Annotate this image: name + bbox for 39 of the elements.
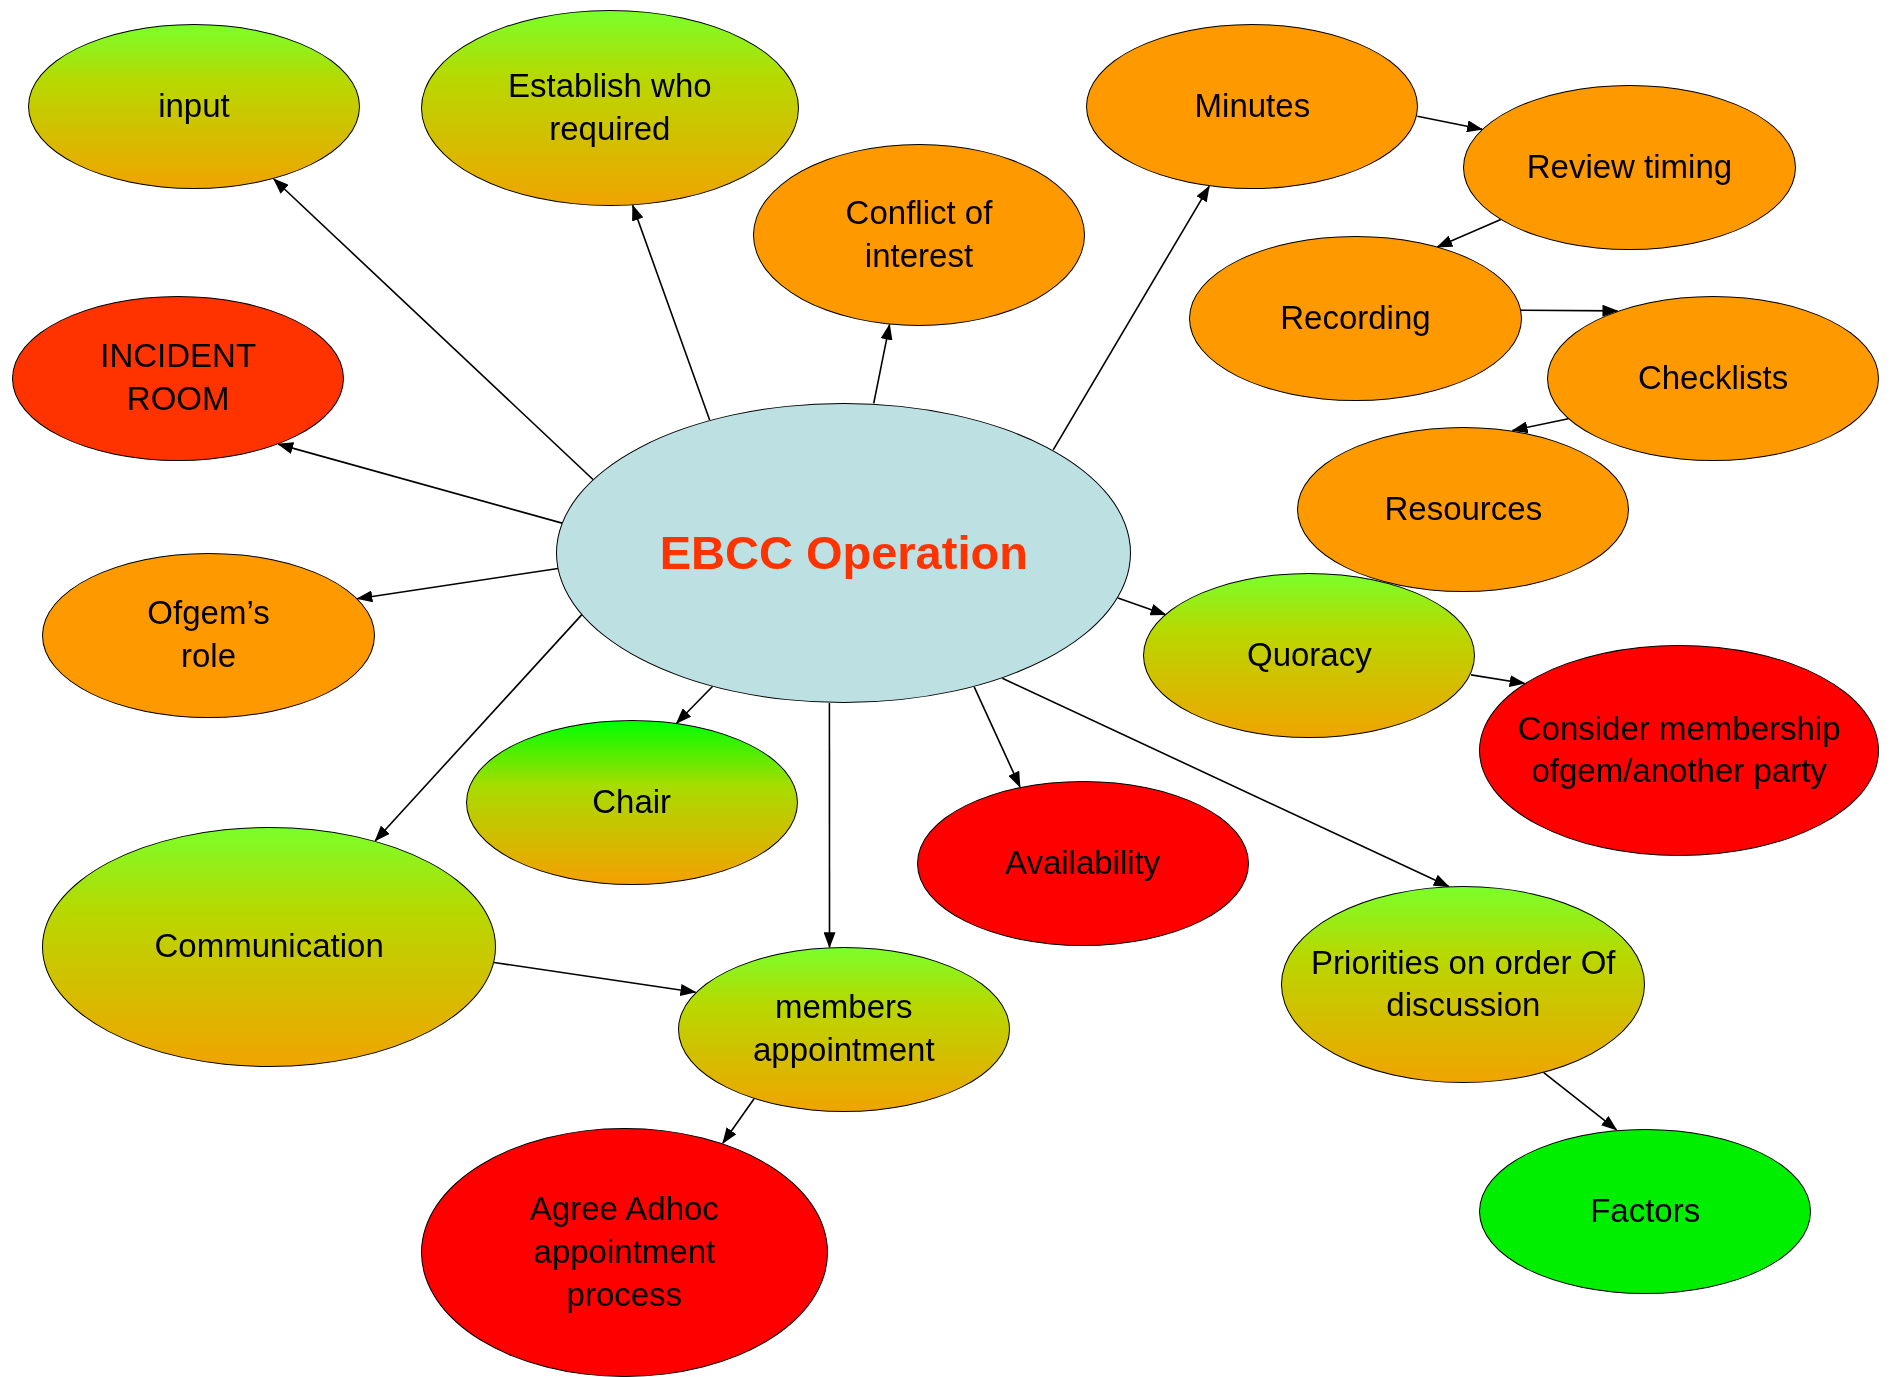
node-label: Minutes xyxy=(1194,86,1311,127)
node-label: Availability xyxy=(1005,842,1161,883)
arrow xyxy=(277,442,563,524)
title-text: EBCC Operation xyxy=(659,525,1028,582)
node-label: Factors xyxy=(1590,1190,1701,1231)
node-label: Establish who required xyxy=(507,66,713,149)
node-label: Quoracy xyxy=(1247,635,1372,676)
arrow xyxy=(493,961,697,996)
arrow xyxy=(1436,218,1502,248)
arrow xyxy=(374,613,583,842)
node-label: Resources xyxy=(1384,488,1543,529)
node-label: INCIDENT ROOM xyxy=(99,336,258,420)
arrow xyxy=(1001,677,1450,888)
arrow xyxy=(675,685,714,724)
arrow xyxy=(1470,674,1526,687)
arrow xyxy=(272,178,594,481)
node-label: Recording xyxy=(1280,298,1431,339)
node-label: input xyxy=(158,86,230,127)
arrow xyxy=(1511,417,1570,434)
arrow xyxy=(631,204,711,421)
arrow xyxy=(1052,185,1210,451)
node-label: Ofgem’s role xyxy=(146,593,271,677)
node-label: Communication xyxy=(154,926,384,967)
arrow xyxy=(356,567,559,603)
arrow xyxy=(1542,1071,1618,1131)
arrow xyxy=(973,686,1021,788)
node-label: Chair xyxy=(592,782,672,823)
node-label: members appointment xyxy=(751,987,936,1071)
arrow xyxy=(1117,597,1167,616)
node-label: Conflict of interest xyxy=(844,193,994,277)
node-label: Priorities on order Of discussion xyxy=(1310,942,1617,1026)
arrow xyxy=(823,702,836,949)
arrow xyxy=(1519,304,1619,317)
node-label: Checklists xyxy=(1637,357,1789,398)
node-label: Review timing xyxy=(1526,146,1733,187)
arrow xyxy=(1416,115,1484,133)
arrow xyxy=(722,1097,755,1144)
node-label: Agree Adhoc appointment process xyxy=(528,1189,720,1315)
node-label: Consider membership ofgem/another party xyxy=(1516,708,1842,792)
